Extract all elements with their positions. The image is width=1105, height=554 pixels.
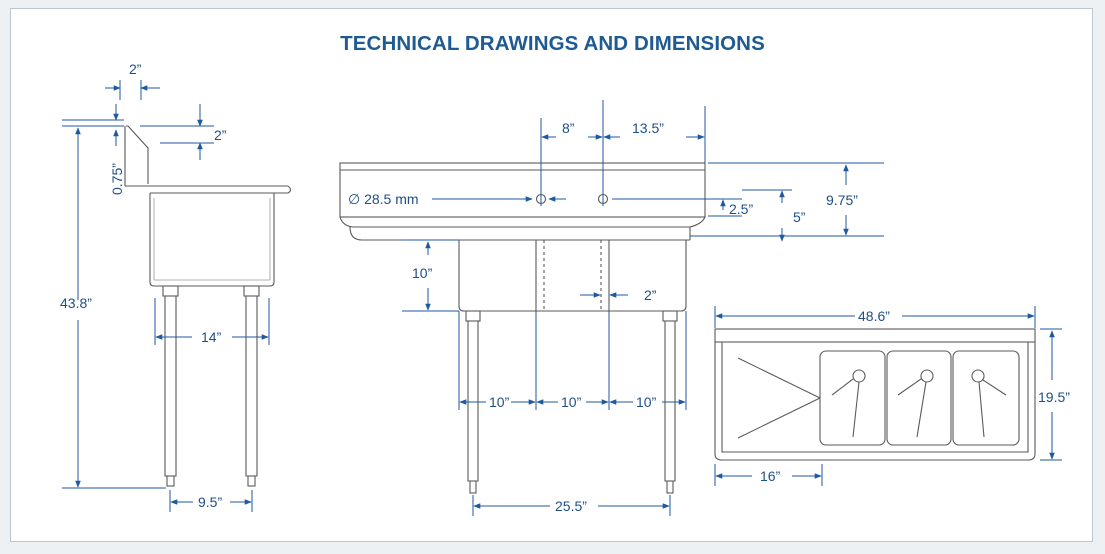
dim-drainboard: 16”	[760, 468, 781, 484]
dim-faucet-offset: 13.5”	[632, 120, 664, 136]
dim-front-bowl-depth: 10”	[412, 265, 433, 281]
drawing-frame	[10, 8, 1093, 542]
side-view-labels: 2” 2” 0.75” 43.8” 14” 9.5”	[60, 61, 227, 510]
top-view	[714, 328, 1036, 461]
front-view-dimensions	[402, 100, 884, 516]
dim-splash-thickness: 2”	[129, 61, 142, 77]
side-view	[124, 125, 292, 487]
dim-bowl-2: 10”	[561, 394, 582, 410]
front-view-labels: 8” 13.5” ∅ 28.5 mm 2.5” 5” 9.75” 10” 2” …	[348, 120, 858, 514]
dim-splash-total: 9.75”	[826, 192, 858, 208]
dim-bowl-1: 10”	[489, 394, 510, 410]
top-view-dimensions	[714, 306, 1062, 486]
side-view-dimensions	[62, 80, 270, 512]
front-view	[339, 162, 706, 494]
top-view-labels: 48.6” 19.5” 16”	[760, 308, 1070, 484]
dim-hole-height: 2.5”	[729, 201, 753, 217]
dim-drain-hole: ∅ 28.5 mm	[348, 191, 419, 207]
dim-top-depth: 19.5”	[1038, 389, 1070, 405]
dim-bowl-3: 10”	[636, 394, 657, 410]
dim-side-bowl-depth: 14”	[201, 329, 222, 345]
dim-rim: 0.75”	[109, 163, 125, 195]
dim-front-leg-spacing: 25.5”	[555, 498, 587, 514]
page-title: TECHNICAL DRAWINGS AND DIMENSIONS	[340, 32, 765, 55]
dim-total-length: 48.6”	[858, 308, 890, 324]
dim-side-leg-spacing: 9.5”	[198, 494, 222, 510]
dim-splash-height: 2”	[214, 127, 227, 143]
dim-rim-height: 5”	[793, 209, 806, 225]
dim-total-height: 43.8”	[60, 295, 92, 311]
dim-faucet-spacing: 8”	[562, 120, 575, 136]
dim-divider: 2”	[644, 287, 657, 303]
